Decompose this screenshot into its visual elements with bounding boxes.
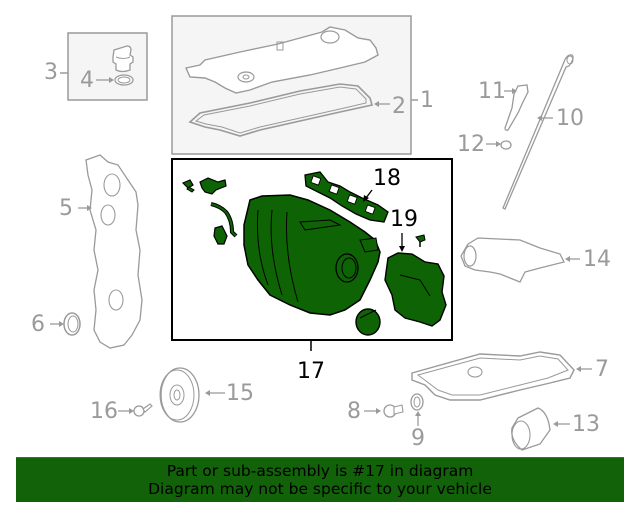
oil-filter-group[interactable] [511,407,570,451]
crankshaft-pulley-group[interactable] [159,367,225,423]
banner-line-part-number: Part or sub-assembly is #17 in diagram [166,462,474,480]
callout-9[interactable]: 9 [411,426,425,451]
callout-17[interactable]: 17 [297,359,325,384]
callout-6[interactable]: 6 [31,312,45,337]
oil-filler-cap-group[interactable] [60,32,148,101]
callout-10[interactable]: 10 [556,106,584,131]
intake-manifold-group[interactable] [171,158,453,351]
banner-line-disclaimer: Diagram may not be specific to your vehi… [148,480,492,498]
oil-seal-group[interactable] [50,312,81,336]
callout-1[interactable]: 1 [420,88,434,113]
callout-4[interactable]: 4 [80,68,94,93]
valve-cover-group[interactable] [171,15,418,155]
callout-5[interactable]: 5 [59,196,73,221]
callout-8[interactable]: 8 [347,399,361,424]
timing-cover-group[interactable] [78,154,143,349]
o-ring-12-group[interactable] [486,140,512,150]
dipstick-guide-group[interactable] [504,84,529,131]
dipstick-group[interactable] [502,54,574,210]
callout-2[interactable]: 2 [392,94,406,119]
callout-18[interactable]: 18 [373,166,401,191]
callout-3[interactable]: 3 [44,60,58,85]
callout-11[interactable]: 11 [478,79,506,104]
pulley-bolt-group[interactable] [118,403,153,417]
callout-13[interactable]: 13 [572,412,600,437]
notice-banner: Part or sub-assembly is #17 in diagram D… [16,457,624,502]
callout-15[interactable]: 15 [226,381,254,406]
oil-strainer-group[interactable] [460,237,580,283]
callout-12[interactable]: 12 [457,132,485,157]
oil-pan-group[interactable] [411,351,592,401]
drain-plug-group[interactable] [364,404,404,418]
callout-7[interactable]: 7 [595,357,609,382]
callout-14[interactable]: 14 [583,247,611,272]
callout-19[interactable]: 19 [390,207,418,232]
callout-16[interactable]: 16 [90,399,118,424]
drain-gasket-group[interactable] [410,393,424,426]
